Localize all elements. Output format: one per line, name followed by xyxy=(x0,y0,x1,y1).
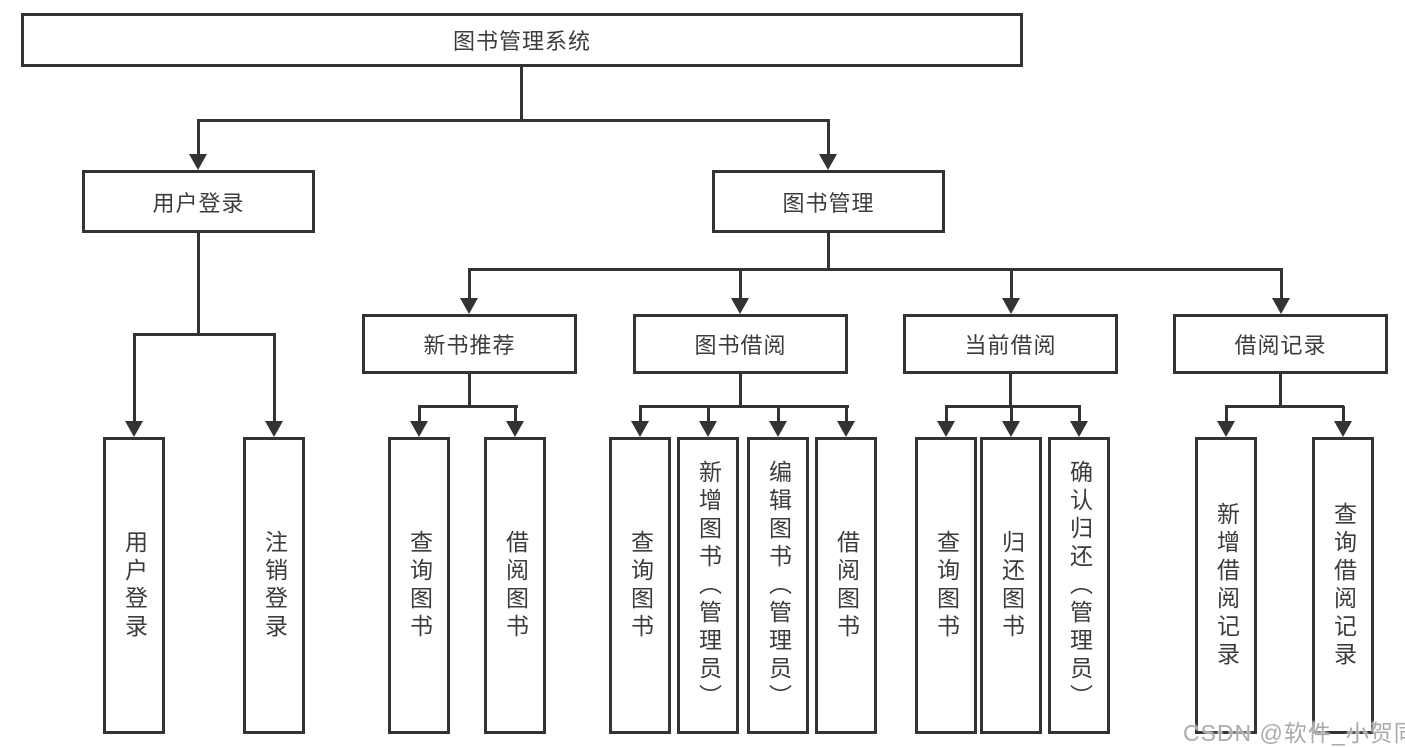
connector-arrowhead-icon xyxy=(731,298,749,314)
leaf-user-login: 用户登录 xyxy=(103,437,165,734)
node-book-management: 图书管理 xyxy=(712,170,945,233)
connector-arrowhead-icon xyxy=(189,154,207,170)
node-borrow-records-label: 借阅记录 xyxy=(1234,333,1327,358)
leaf-borrow-books-recommend-label: 借阅图书 xyxy=(502,529,529,642)
connector-line xyxy=(418,405,518,408)
node-current-borrow: 当前借阅 xyxy=(903,314,1118,374)
leaf-confirm-return-admin: 确认归还（管理员） xyxy=(1048,437,1110,734)
connector-line xyxy=(520,67,523,120)
connector-arrowhead-icon xyxy=(460,298,478,314)
connector-line xyxy=(514,406,517,422)
leaf-return-books-label: 归还图书 xyxy=(998,529,1025,642)
leaf-query-borrow-record-label: 查询借阅记录 xyxy=(1330,501,1357,670)
connector-line xyxy=(845,406,848,422)
connector-arrowhead-icon xyxy=(769,421,787,437)
leaf-confirm-return-admin-label: 确认归还（管理员） xyxy=(1066,459,1093,712)
connector-arrowhead-icon xyxy=(699,421,717,437)
connector-line xyxy=(197,233,200,335)
connector-line xyxy=(1342,406,1345,422)
connector-line xyxy=(1280,269,1283,299)
connector-arrowhead-icon xyxy=(1334,421,1352,437)
node-new-book-recommend: 新书推荐 xyxy=(362,314,577,374)
connector-line xyxy=(739,269,742,299)
connector-line xyxy=(777,406,780,422)
leaf-query-books-current-label: 查询图书 xyxy=(933,529,960,642)
connector-line xyxy=(1010,406,1013,422)
connector-line xyxy=(639,405,849,408)
connector-arrowhead-icon xyxy=(1272,298,1290,314)
leaf-borrow-books-recommend: 借阅图书 xyxy=(484,437,546,734)
connector-line xyxy=(197,120,200,155)
connector-line xyxy=(827,120,830,155)
leaf-add-books-admin: 新增图书（管理员） xyxy=(677,437,739,734)
connector-line xyxy=(1279,374,1282,407)
leaf-logout: 注销登录 xyxy=(243,437,305,734)
node-user-login-label: 用户登录 xyxy=(152,190,245,216)
connector-line xyxy=(707,406,710,422)
connector-line xyxy=(418,406,421,422)
node-root-label: 图书管理系统 xyxy=(452,29,591,54)
connector-line xyxy=(1010,269,1013,299)
node-book-management-label: 图书管理 xyxy=(782,190,875,216)
node-book-borrow-label: 图书借阅 xyxy=(694,333,787,358)
connector-line xyxy=(1225,405,1344,408)
leaf-borrow-books: 借阅图书 xyxy=(815,437,877,734)
leaf-logout-label: 注销登录 xyxy=(261,529,288,642)
connector-line xyxy=(639,406,642,422)
node-root: 图书管理系统 xyxy=(21,13,1023,67)
leaf-edit-books-admin-label: 编辑图书（管理员） xyxy=(765,459,792,712)
leaf-add-borrow-record-label: 新增借阅记录 xyxy=(1213,501,1240,670)
connector-line xyxy=(945,406,948,422)
connector-line xyxy=(739,374,742,407)
connector-arrowhead-icon xyxy=(1002,298,1020,314)
connector-line xyxy=(827,233,830,270)
leaf-query-books-recommend-label: 查询图书 xyxy=(406,529,433,642)
leaf-query-books-recommend: 查询图书 xyxy=(388,437,450,734)
connector-line xyxy=(273,334,276,422)
node-current-borrow-label: 当前借阅 xyxy=(964,333,1057,358)
leaf-query-books-borrow-label: 查询图书 xyxy=(627,529,654,642)
connector-arrowhead-icon xyxy=(937,421,955,437)
connector-line xyxy=(133,333,276,336)
node-user-login: 用户登录 xyxy=(82,170,315,233)
connector-arrowhead-icon xyxy=(819,154,837,170)
connector-arrowhead-icon xyxy=(1070,421,1088,437)
connector-line xyxy=(945,405,1081,408)
connector-line xyxy=(468,269,471,299)
leaf-query-books-current: 查询图书 xyxy=(915,437,977,734)
leaf-query-borrow-record: 查询借阅记录 xyxy=(1312,437,1374,734)
node-borrow-records: 借阅记录 xyxy=(1173,314,1388,374)
leaf-user-login-label: 用户登录 xyxy=(121,529,148,642)
connector-line xyxy=(468,268,1283,271)
connector-arrowhead-icon xyxy=(265,421,283,437)
leaf-edit-books-admin: 编辑图书（管理员） xyxy=(747,437,809,734)
connector-arrowhead-icon xyxy=(410,421,428,437)
connector-arrowhead-icon xyxy=(1217,421,1235,437)
connector-line xyxy=(1078,406,1081,422)
connector-arrowhead-icon xyxy=(631,421,649,437)
connector-line xyxy=(1225,406,1228,422)
leaf-add-borrow-record: 新增借阅记录 xyxy=(1195,437,1257,734)
csdn-watermark: CSDN @软件_小贺同学 xyxy=(1183,720,1405,746)
node-new-book-recommend-label: 新书推荐 xyxy=(423,333,516,358)
connector-line xyxy=(468,374,471,407)
connector-arrowhead-icon xyxy=(125,421,143,437)
leaf-borrow-books-label: 借阅图书 xyxy=(833,529,860,642)
connector-arrowhead-icon xyxy=(1002,421,1020,437)
connector-line xyxy=(1009,374,1012,407)
node-book-borrow: 图书借阅 xyxy=(633,314,848,374)
leaf-return-books: 归还图书 xyxy=(980,437,1042,734)
connector-arrowhead-icon xyxy=(506,421,524,437)
leaf-add-books-admin-label: 新增图书（管理员） xyxy=(695,459,722,712)
connector-line xyxy=(197,119,830,122)
connector-arrowhead-icon xyxy=(837,421,855,437)
leaf-query-books-borrow: 查询图书 xyxy=(609,437,671,734)
connector-line xyxy=(133,334,136,422)
